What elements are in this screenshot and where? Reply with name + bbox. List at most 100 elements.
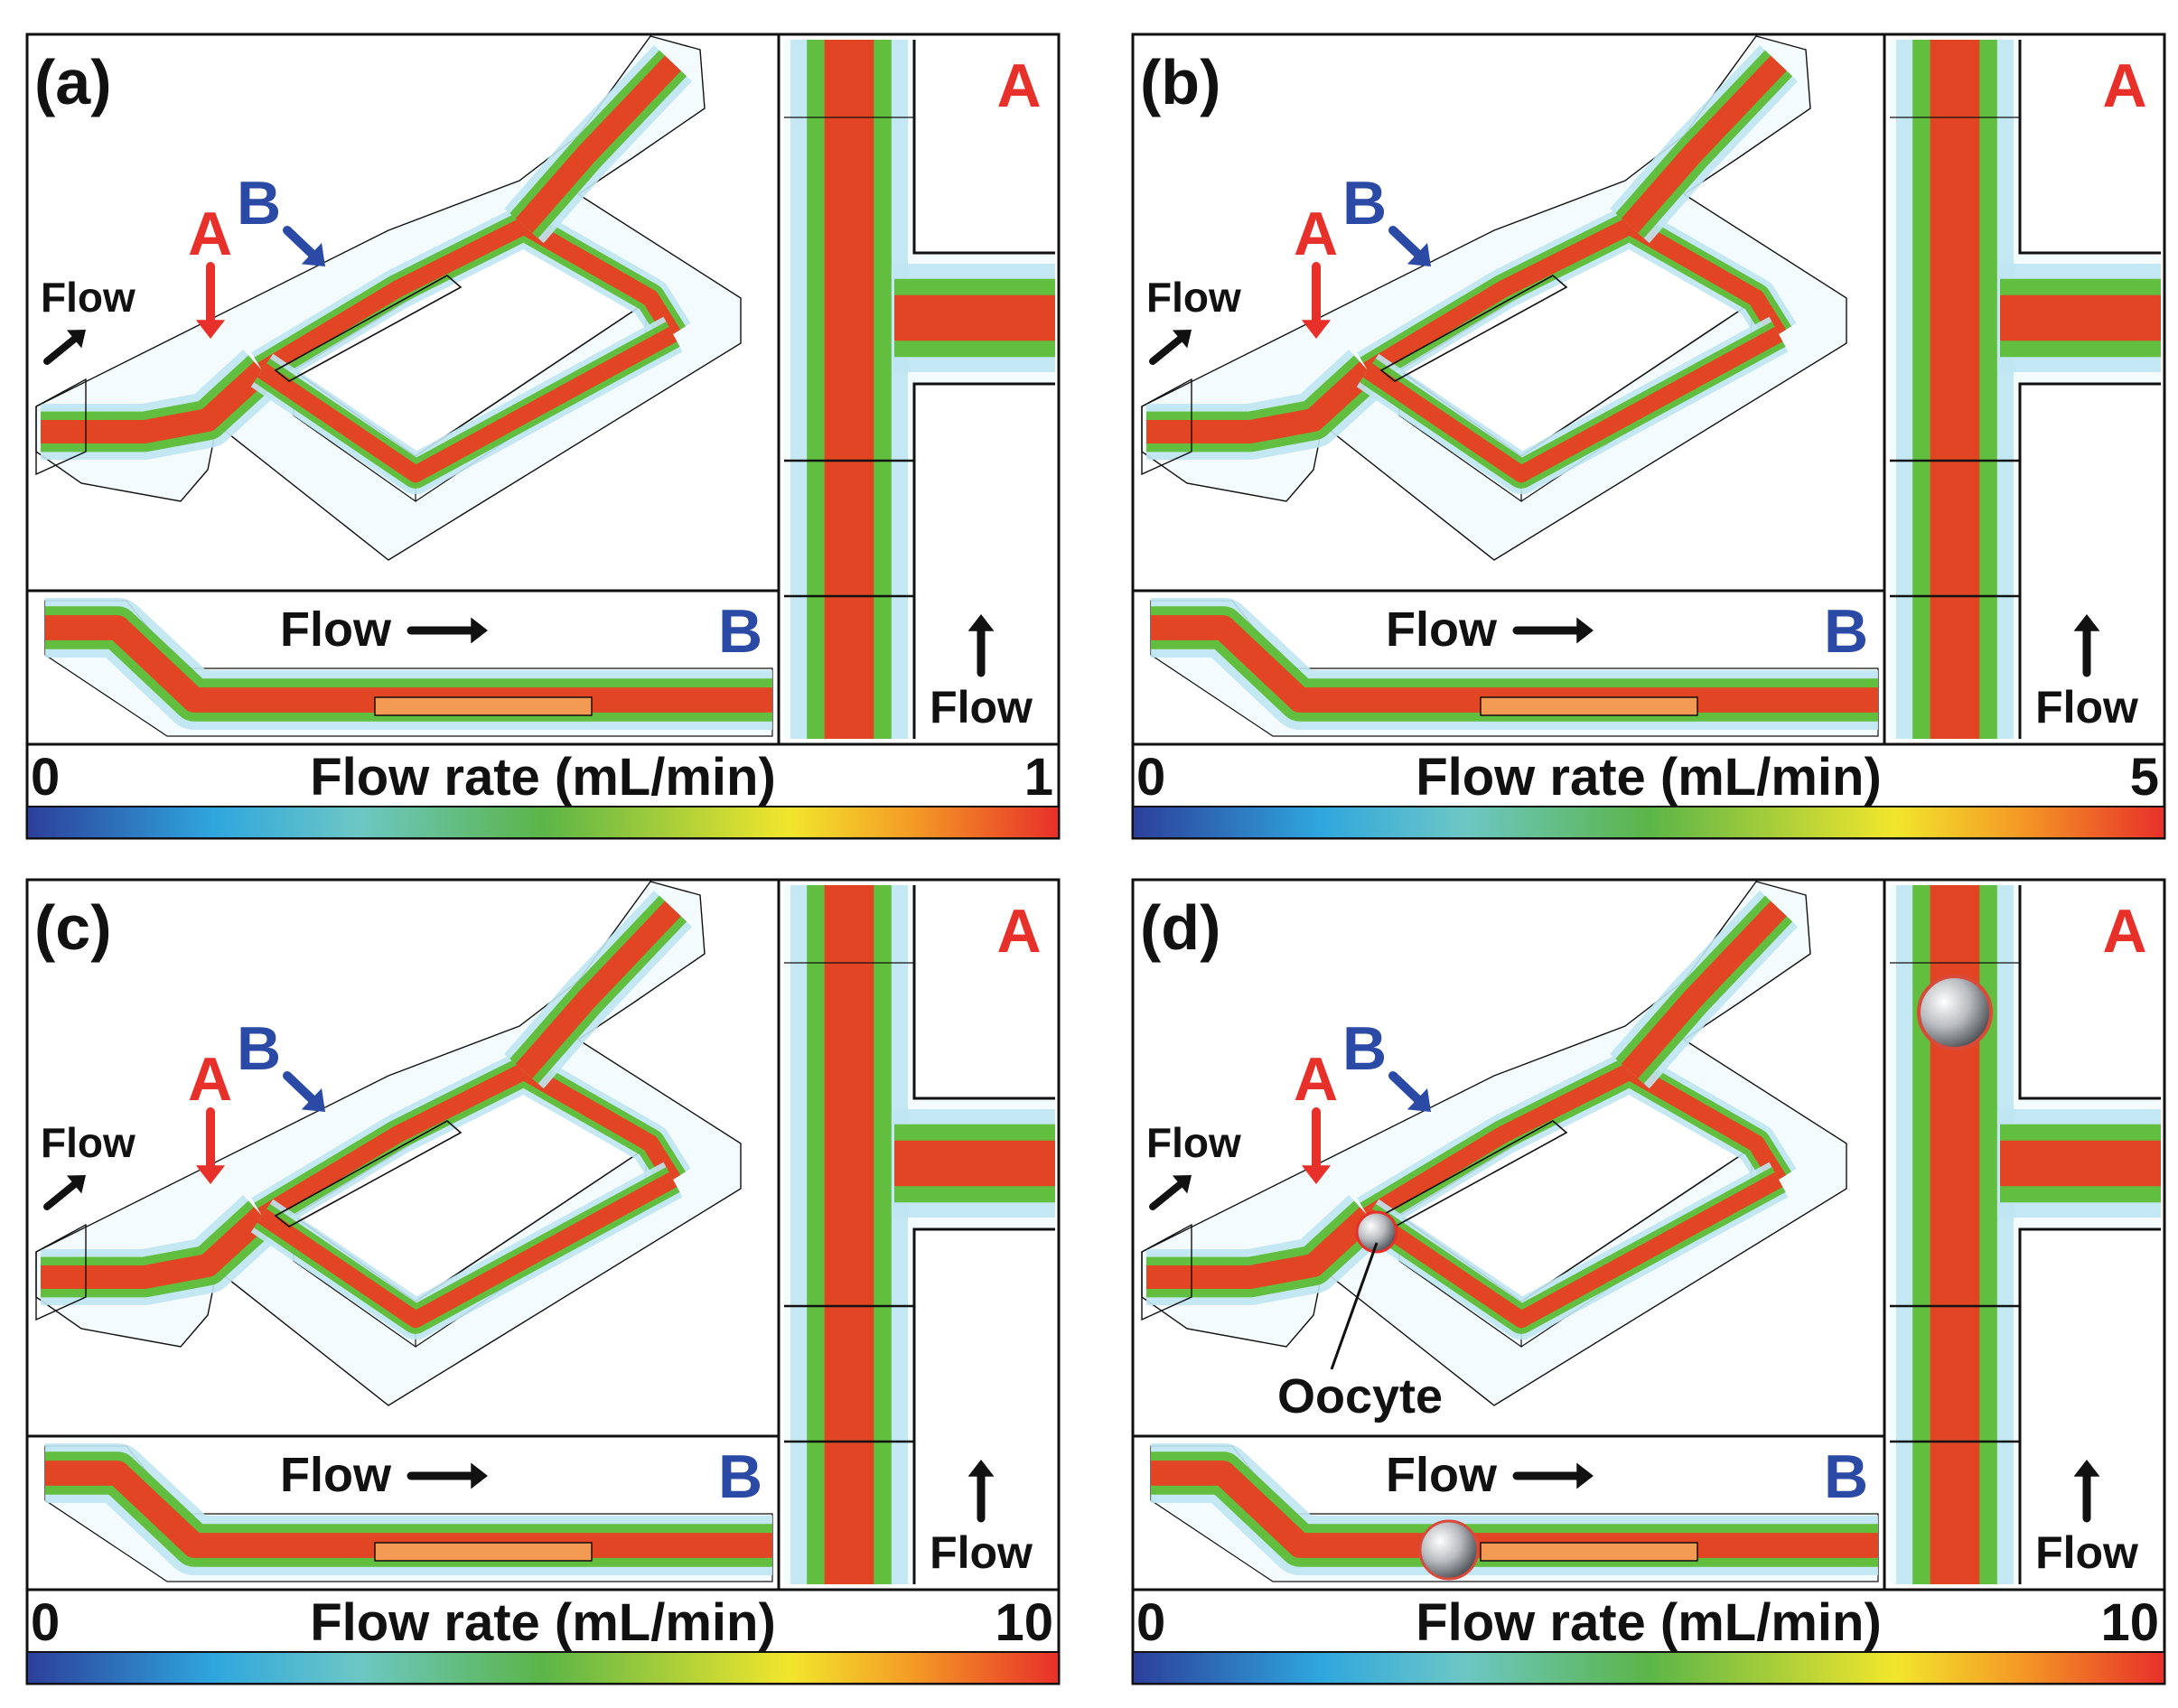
trap-slot	[1379, 275, 1568, 382]
isometric-channel-view	[1141, 35, 1847, 561]
cross-section-view	[1890, 40, 2161, 739]
arrow-right-icon	[1512, 617, 1594, 644]
arrow-down-icon	[1301, 1107, 1332, 1184]
flow-section-label: Flow	[1386, 602, 1498, 657]
section-b-marker: B	[237, 169, 281, 238]
isometric-channel-view	[35, 35, 742, 561]
colorbar	[28, 1652, 1058, 1683]
inlet-flow	[1146, 1195, 1387, 1305]
loop-lower-flow	[250, 1162, 683, 1339]
isometric-channel-view	[1141, 881, 1847, 1406]
arrow-up-icon	[967, 614, 995, 677]
arrow-down-icon	[195, 262, 226, 339]
colorbar-min-label: 0	[31, 748, 60, 807]
arrow-down-icon	[1301, 262, 1332, 339]
arrow-diagonal-icon	[43, 330, 86, 365]
long-section-view	[1150, 598, 1879, 737]
colorbar-max-label: 5	[2130, 748, 2159, 807]
long-section-view	[1150, 1443, 1879, 1582]
oocyte-sphere	[1355, 1210, 1398, 1254]
colorbar	[28, 807, 1058, 837]
colorbar-title: Flow rate (mL/min)	[310, 1593, 776, 1652]
flow-section-label: Flow	[280, 1448, 392, 1502]
colorbar-max-label: 10	[995, 1593, 1053, 1652]
oocyte-pointer	[1330, 1242, 1379, 1370]
cross-section-view	[784, 885, 1055, 1584]
outlet-flow	[1610, 45, 1799, 244]
outlet-flow	[504, 891, 693, 1089]
panel-label: (d)	[1140, 892, 1220, 963]
trap-slot-section	[1480, 1542, 1698, 1562]
outlet-flow	[504, 45, 693, 244]
flow-inlet-label: Flow	[1146, 274, 1241, 321]
section-b-label: B	[718, 597, 762, 666]
section-a-label: A	[996, 897, 1041, 966]
panel-label: (b)	[1140, 47, 1220, 117]
trap-slot-section	[1480, 696, 1698, 716]
arrow-up-icon	[967, 1460, 995, 1523]
flow-section-label: Flow	[1386, 1448, 1498, 1502]
colorbar-max-label: 1	[1024, 748, 1053, 807]
section-a-label: A	[996, 51, 1041, 120]
arrow-diagonal-icon	[1149, 330, 1192, 365]
arrow-up-icon	[2073, 1460, 2100, 1523]
arrow-diagonal-icon	[43, 1175, 86, 1210]
loop-lower-flow	[1356, 1162, 1789, 1339]
arrow-diagonal-icon	[283, 1071, 325, 1112]
loop-lower-flow	[250, 316, 683, 494]
isometric-channel-view	[35, 881, 742, 1406]
section-b-label: B	[1824, 597, 1868, 666]
arrow-diagonal-icon	[1388, 1071, 1431, 1112]
flow-outlet-label: Flow	[2035, 1527, 2138, 1578]
colorbar	[1134, 807, 2164, 837]
flow-outlet-label: Flow	[2035, 682, 2138, 733]
flow-inlet-label: Flow	[41, 1119, 136, 1166]
section-b-label: B	[718, 1442, 762, 1511]
section-a-marker: A	[188, 1045, 232, 1114]
cross-section-view	[784, 40, 1055, 739]
section-a-marker: A	[188, 200, 232, 268]
inlet-flow	[1146, 350, 1387, 460]
outlet-flow	[1610, 891, 1799, 1089]
oocyte-label: Oocyte	[1277, 1369, 1443, 1423]
colorbar-title: Flow rate (mL/min)	[310, 748, 776, 807]
section-b-marker: B	[237, 1014, 281, 1083]
inlet-flow	[41, 350, 281, 460]
colorbar-min-label: 0	[31, 1593, 60, 1652]
section-a-marker: A	[1294, 1045, 1338, 1114]
cross-section-view	[1890, 885, 2161, 1584]
trap-slot-section	[374, 696, 593, 716]
flow-outlet-label: Flow	[930, 1527, 1033, 1578]
section-b-label: B	[1824, 1442, 1868, 1511]
arrow-diagonal-icon	[1388, 226, 1431, 266]
arrow-diagonal-icon	[1149, 1175, 1192, 1210]
arrow-up-icon	[2073, 614, 2100, 677]
section-b-marker: B	[1342, 1014, 1387, 1083]
panel-label: (c)	[34, 892, 112, 963]
oocyte-sphere-cross	[1917, 975, 1993, 1050]
colorbar-title: Flow rate (mL/min)	[1416, 1593, 1882, 1652]
long-section-view	[44, 598, 773, 737]
flow-section-label: Flow	[280, 602, 392, 657]
arrow-right-icon	[407, 1462, 488, 1489]
arrow-right-icon	[407, 617, 488, 644]
section-a-label: A	[2102, 51, 2146, 120]
flow-outlet-label: Flow	[930, 682, 1033, 733]
colorbar-max-label: 10	[2100, 1593, 2159, 1652]
trap-slot-section	[374, 1542, 593, 1562]
colorbar	[1134, 1652, 2164, 1683]
colorbar-title: Flow rate (mL/min)	[1416, 748, 1882, 807]
section-b-marker: B	[1342, 169, 1387, 238]
flow-inlet-label: Flow	[41, 274, 136, 321]
arrow-down-icon	[195, 1107, 226, 1184]
arrow-right-icon	[1512, 1462, 1594, 1489]
arrow-diagonal-icon	[283, 226, 325, 266]
trap-slot	[274, 275, 463, 382]
oocyte-sphere-section	[1418, 1519, 1480, 1581]
flow-inlet-label: Flow	[1146, 1119, 1241, 1166]
colorbar-min-label: 0	[1136, 748, 1165, 807]
